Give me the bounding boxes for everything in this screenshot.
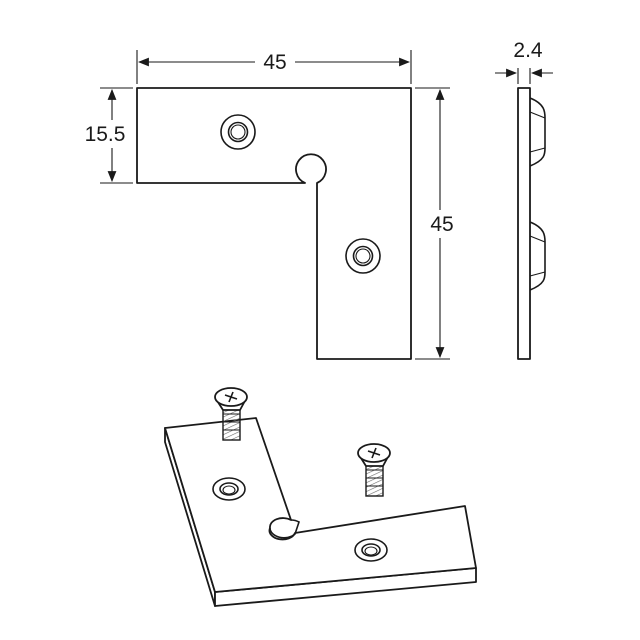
iso-hole-upper — [212, 477, 246, 501]
dimension-arm-width-label: 15.5 — [85, 123, 126, 146]
phillips-cross-icon — [224, 391, 238, 403]
bracket-outline — [136, 87, 412, 360]
countersunk-hole-upper — [220, 114, 256, 150]
phillips-cross-icon — [367, 447, 381, 459]
top-view — [136, 87, 412, 360]
dimension-width-label: 45 — [263, 51, 286, 74]
screw-left — [214, 387, 248, 441]
isometric-view — [164, 417, 477, 607]
dimension-width: 45 — [136, 48, 412, 84]
dimension-height: 45 — [415, 87, 460, 360]
iso-notch — [269, 519, 300, 539]
side-countersink-upper — [529, 97, 546, 167]
countersunk-hole-lower — [345, 238, 381, 274]
iso-top-surface — [164, 417, 477, 593]
side-view — [517, 87, 546, 360]
dimension-height-label: 45 — [430, 213, 453, 236]
side-plate — [517, 87, 531, 360]
side-countersink-lower — [529, 221, 546, 291]
dimension-thickness-label: 2.4 — [513, 39, 543, 62]
dimension-arm-width: 15.5 — [82, 87, 133, 184]
dimension-thickness: 2.4 — [495, 39, 553, 84]
iso-hole-lower — [354, 538, 388, 562]
screw-right — [357, 443, 391, 497]
